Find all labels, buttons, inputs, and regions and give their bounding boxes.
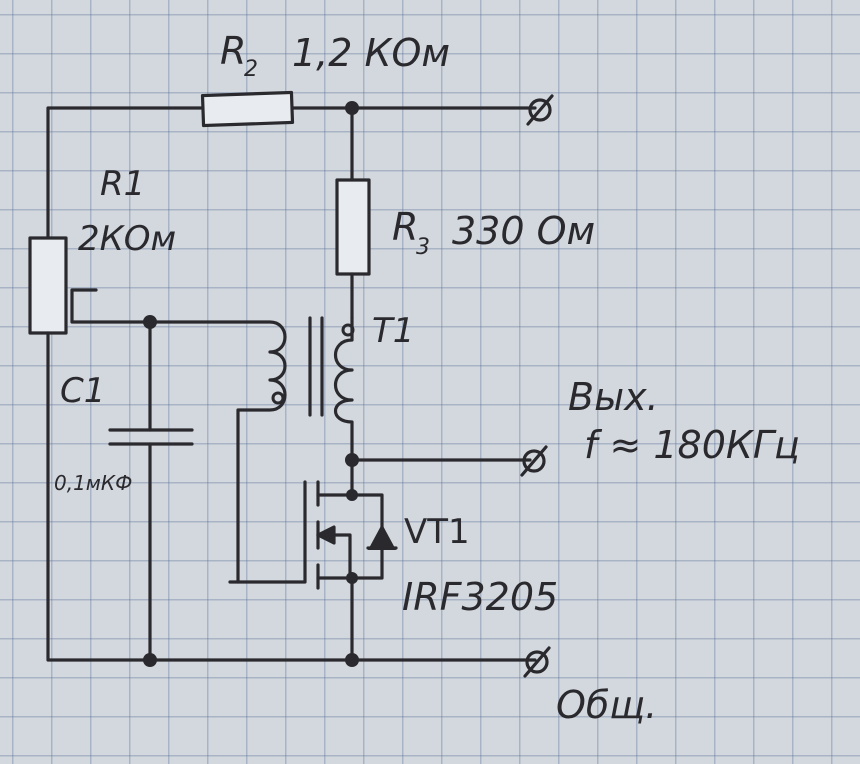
wire-left-bottom <box>46 331 537 662</box>
label-vt1: VT1 <box>404 512 470 552</box>
label-r2-value: 1,2 КОм <box>292 31 450 75</box>
transformer-t1-dot-left <box>271 391 285 405</box>
label-r2: R <box>220 29 246 73</box>
label-r3-sub: 3 <box>416 235 430 260</box>
mosfet-vt1-source <box>316 576 354 662</box>
label-c1-value: 0,1мКФ <box>54 471 132 495</box>
label-r1-value: 2КОм <box>78 219 176 259</box>
label-r1: R1 <box>100 164 145 204</box>
potentiometer-r1 <box>28 236 68 335</box>
resistor-r3 <box>335 178 371 276</box>
terminal-common <box>523 646 551 678</box>
wire-top-left <box>46 106 205 240</box>
mosfet-vt1-drain <box>316 458 354 497</box>
label-frequency: f ≈ 180КГц <box>584 423 800 467</box>
label-c1: C1 <box>60 371 105 411</box>
terminal-top <box>526 94 554 126</box>
transformer-t1-right-coil <box>334 316 354 462</box>
transformer-t1-left-coil <box>148 320 287 584</box>
label-r3: R <box>392 205 418 249</box>
mosfet-vt1-gate <box>228 480 307 584</box>
label-common: Общ. <box>556 683 657 727</box>
label-t1: T1 <box>372 311 414 351</box>
capacitor-c1-plates <box>108 428 194 446</box>
label-r3-value: 330 Ом <box>452 209 595 253</box>
label-output: Вых. <box>568 375 659 419</box>
resistor-r2 <box>200 90 295 128</box>
junction-bottom-c1 <box>143 653 157 667</box>
transformer-t1-core <box>308 316 324 417</box>
mosfet-body-diode <box>350 493 398 580</box>
label-vt1-part: IRF3205 <box>402 575 558 619</box>
label-r2-sub: 2 <box>244 57 258 82</box>
potentiometer-r1-wiper <box>70 288 152 324</box>
mosfet-vt1-body-arrow <box>316 525 336 545</box>
transformer-t1-dot-right <box>341 323 355 337</box>
terminal-output <box>520 445 548 477</box>
mosfet-body-diode-triangle <box>368 524 396 550</box>
junction-bottom-source <box>345 653 359 667</box>
